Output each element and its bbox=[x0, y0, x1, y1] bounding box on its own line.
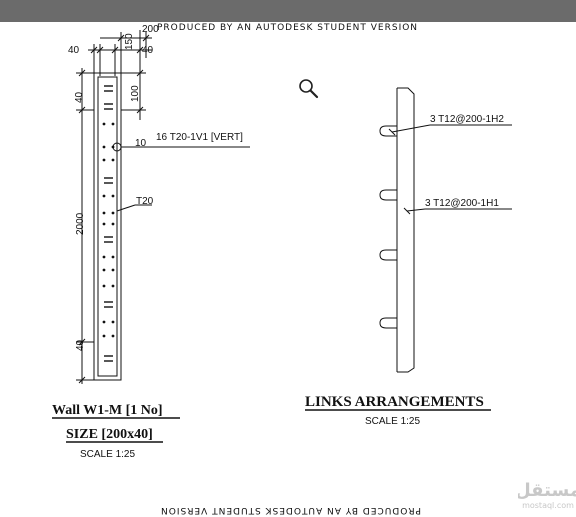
tick bbox=[142, 34, 150, 42]
magnifier-icon[interactable] bbox=[298, 78, 320, 100]
link-hook bbox=[379, 189, 397, 201]
tick bbox=[111, 46, 119, 54]
leader-label-10: 10 bbox=[135, 138, 147, 149]
dim-2000: 2000 bbox=[75, 212, 86, 235]
watermark-top: PRODUCED BY AN AUTODESK STUDENT VERSION bbox=[157, 23, 419, 33]
links-elevation bbox=[379, 87, 512, 373]
tick bbox=[388, 128, 396, 136]
tick bbox=[136, 106, 144, 114]
wall-outline bbox=[93, 72, 122, 381]
wall-title: Wall W1-M [1 No] bbox=[52, 403, 163, 418]
leader-t20 bbox=[116, 204, 136, 212]
tick bbox=[90, 46, 98, 54]
tick bbox=[403, 207, 411, 215]
t20-label: T20 bbox=[136, 196, 154, 207]
tick bbox=[78, 376, 86, 384]
leader-h1 bbox=[406, 208, 426, 212]
wall-scale: SCALE 1:25 bbox=[80, 449, 135, 460]
tick bbox=[78, 106, 86, 114]
logo-arabic: مستقل bbox=[518, 480, 576, 501]
dim-40-top-left: 40 bbox=[68, 45, 80, 56]
dim-200: 200 bbox=[142, 24, 159, 35]
mostaql-logo: مستقل mostaql.com bbox=[518, 480, 576, 510]
dim-150: 150 bbox=[124, 33, 135, 50]
links-label-h1: 3 T12@200-1H1 bbox=[425, 198, 499, 209]
tick bbox=[117, 34, 125, 42]
links-bar-outline bbox=[397, 87, 415, 373]
vertical-bars bbox=[104, 85, 113, 362]
dim-100: 100 bbox=[130, 85, 141, 102]
tick bbox=[96, 46, 104, 54]
viewer-top-bar bbox=[0, 0, 576, 22]
dim-40-side-top: 40 bbox=[74, 91, 85, 103]
logo-latin: mostaql.com bbox=[522, 501, 574, 510]
links-label-h2: 3 T12@200-1H2 bbox=[430, 114, 504, 125]
link-hook bbox=[379, 249, 397, 261]
tick bbox=[136, 69, 144, 77]
links-title: LINKS ARRANGEMENTS bbox=[305, 394, 484, 410]
vertical-bars-label: 16 T20-1V1 [VERT] bbox=[156, 132, 243, 143]
wall-size: SIZE [200x40] bbox=[66, 427, 153, 442]
dim-40-side-bottom: 40 bbox=[75, 339, 86, 351]
link-hook bbox=[379, 125, 397, 137]
dim-40-top-right: 40 bbox=[142, 45, 154, 56]
leader-h2 bbox=[391, 124, 431, 133]
bar-dots bbox=[102, 122, 115, 338]
tick bbox=[78, 338, 86, 346]
wall-elevation bbox=[76, 30, 250, 384]
wall-cover-line bbox=[97, 76, 118, 377]
link-hook bbox=[379, 317, 397, 329]
links-scale: SCALE 1:25 bbox=[365, 416, 420, 427]
tick bbox=[78, 69, 86, 77]
tick bbox=[136, 46, 144, 54]
